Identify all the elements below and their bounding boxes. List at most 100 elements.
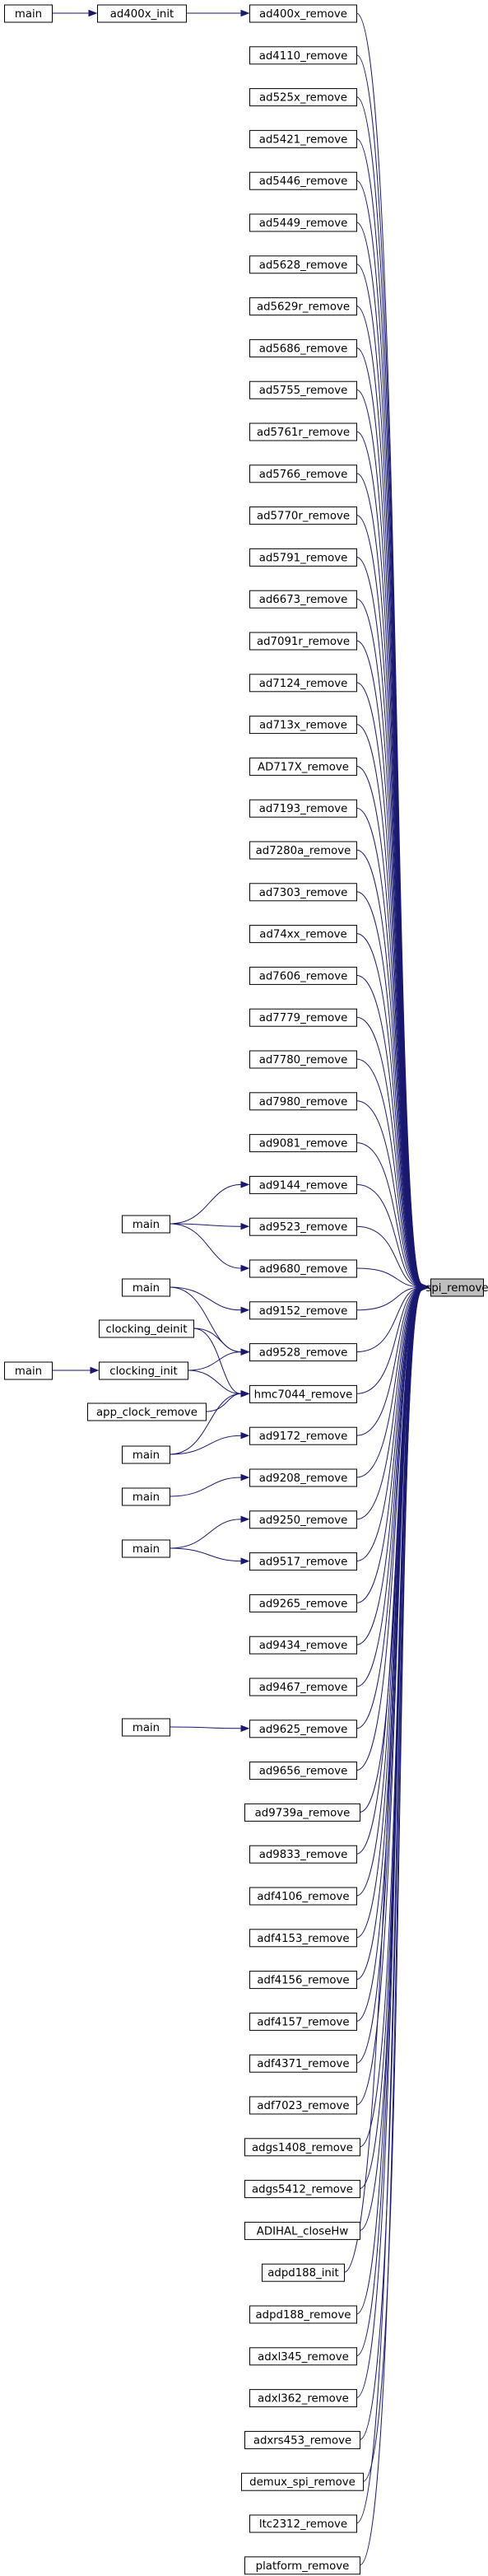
node-platform-remove[interactable]: platform_remove — [244, 2556, 360, 2575]
node-ad9625-remove[interactable]: ad9625_remove — [249, 1720, 357, 1738]
node-box[interactable] — [249, 88, 357, 107]
node-ad6673-remove[interactable]: ad6673_remove — [249, 590, 357, 609]
node-box[interactable] — [249, 2514, 357, 2533]
node-main-clk[interactable]: main — [4, 1361, 53, 1380]
node-ad5761r-remove[interactable]: ad5761r_remove — [249, 422, 357, 441]
node-box[interactable] — [249, 799, 357, 818]
node-main-9152[interactable]: main — [122, 1278, 170, 1297]
node-ad5770r-remove[interactable]: ad5770r_remove — [249, 506, 357, 525]
node-box[interactable] — [262, 2263, 345, 2282]
node-box[interactable] — [249, 1134, 357, 1153]
node-main-9250[interactable]: main — [122, 1487, 170, 1506]
node-ad9250-remove[interactable]: ad9250_remove — [249, 1510, 357, 1529]
node-box[interactable] — [244, 1803, 360, 1822]
node-box[interactable] — [430, 1278, 484, 1297]
node-box[interactable] — [249, 1175, 357, 1194]
node-box[interactable] — [241, 2472, 364, 2491]
node-ad9467-remove[interactable]: ad9467_remove — [249, 1678, 357, 1696]
node-box[interactable] — [122, 1487, 170, 1506]
node-box[interactable] — [122, 1539, 170, 1558]
node-clocking-init[interactable]: clocking_init — [99, 1361, 188, 1380]
node-box[interactable] — [249, 590, 357, 609]
node-box[interactable] — [249, 1217, 357, 1236]
node-box[interactable] — [249, 757, 357, 776]
node-ad7193-remove[interactable]: ad7193_remove — [249, 799, 357, 818]
node-box[interactable] — [249, 1343, 357, 1362]
node-spi-remove[interactable]: spi_remove — [425, 1278, 488, 1297]
node-box[interactable] — [249, 2096, 357, 2115]
node-box[interactable] — [249, 632, 357, 651]
node-box[interactable] — [249, 1636, 357, 1654]
node-box[interactable] — [249, 422, 357, 441]
node-ad9265-remove[interactable]: ad9265_remove — [249, 1594, 357, 1612]
node-ad5629r-remove[interactable]: ad5629r_remove — [249, 297, 357, 316]
node-box[interactable] — [244, 2180, 360, 2199]
node-ad7606-remove[interactable]: ad7606_remove — [249, 966, 357, 985]
node-box[interactable] — [249, 1092, 357, 1111]
node-ad5791-remove[interactable]: ad5791_remove — [249, 548, 357, 567]
node-ad7280a-remove[interactable]: ad7280a_remove — [249, 841, 357, 860]
node-ad9172-remove[interactable]: ad9172_remove — [249, 1426, 357, 1445]
node-adgs1408-remove[interactable]: adgs1408_remove — [244, 2138, 360, 2157]
node-box[interactable] — [249, 2347, 357, 2366]
node-ad713x-remove[interactable]: ad713x_remove — [249, 716, 357, 735]
node-box[interactable] — [249, 2012, 357, 2031]
node-box[interactable] — [87, 1402, 207, 1421]
node-box[interactable] — [249, 213, 357, 232]
node-box[interactable] — [122, 1215, 170, 1234]
node-ad9434-remove[interactable]: ad9434_remove — [249, 1636, 357, 1654]
node-adf4156-remove[interactable]: adf4156_remove — [249, 1971, 357, 1990]
node-ad9208-remove[interactable]: ad9208_remove — [249, 1468, 357, 1487]
node-adxl362-remove[interactable]: adxl362_remove — [249, 2389, 357, 2408]
node-ad9144-remove[interactable]: ad9144_remove — [249, 1175, 357, 1194]
node-box[interactable] — [4, 1361, 53, 1380]
node-ad5755-remove[interactable]: ad5755_remove — [249, 380, 357, 399]
node-box[interactable] — [249, 1845, 357, 1864]
node-ad400x-remove[interactable]: ad400x_remove — [249, 4, 357, 23]
node-ad400x-init[interactable]: ad400x_init — [97, 4, 187, 23]
node-ad7303-remove[interactable]: ad7303_remove — [249, 883, 357, 902]
node-box[interactable] — [249, 883, 357, 902]
node-box[interactable] — [249, 1552, 357, 1571]
node-ad7779-remove[interactable]: ad7779_remove — [249, 1008, 357, 1027]
node-box[interactable] — [249, 129, 357, 148]
node-box[interactable] — [249, 841, 357, 860]
node-box[interactable] — [249, 464, 357, 483]
node-ad74xx-remove[interactable]: ad74xx_remove — [249, 925, 357, 944]
node-ad9081-remove[interactable]: ad9081_remove — [249, 1134, 357, 1153]
node-adxrs453-remove[interactable]: adxrs453_remove — [244, 2430, 360, 2449]
node-adpd188-init[interactable]: adpd188_init — [262, 2263, 345, 2282]
node-demux-spi-remove[interactable]: demux_spi_remove — [241, 2472, 364, 2491]
node-adf4371-remove[interactable]: adf4371_remove — [249, 2054, 357, 2073]
node-box[interactable] — [244, 2430, 360, 2449]
node-ad5446-remove[interactable]: ad5446_remove — [249, 171, 357, 190]
node-adf4106-remove[interactable]: adf4106_remove — [249, 1887, 357, 1906]
node-box[interactable] — [249, 1762, 357, 1780]
node-ad7980-remove[interactable]: ad7980_remove — [249, 1092, 357, 1111]
node-adihal-closehw[interactable]: ADIHAL_closeHw — [244, 2221, 360, 2240]
node-ad5628-remove[interactable]: ad5628_remove — [249, 255, 357, 274]
node-ad5449-remove[interactable]: ad5449_remove — [249, 213, 357, 232]
node-ad9739a-remove[interactable]: ad9739a_remove — [244, 1803, 360, 1822]
node-box[interactable] — [249, 1426, 357, 1445]
node-main-9517[interactable]: main — [122, 1539, 170, 1558]
node-box[interactable] — [249, 716, 357, 735]
node-ad7091r-remove[interactable]: ad7091r_remove — [249, 632, 357, 651]
node-clocking-deinit[interactable]: clocking_deinit — [99, 1319, 194, 1338]
node-box[interactable] — [99, 1319, 194, 1338]
node-ad5686-remove[interactable]: ad5686_remove — [249, 338, 357, 357]
node-box[interactable] — [4, 4, 53, 23]
node-box[interactable] — [249, 2054, 357, 2073]
node-adgs5412-remove[interactable]: adgs5412_remove — [244, 2180, 360, 2199]
node-box[interactable] — [122, 1278, 170, 1297]
node-box[interactable] — [249, 966, 357, 985]
node-box[interactable] — [249, 1259, 357, 1278]
node-box[interactable] — [249, 171, 357, 190]
node-box[interactable] — [122, 1445, 170, 1464]
node-box[interactable] — [249, 1050, 357, 1069]
node-ad5766-remove[interactable]: ad5766_remove — [249, 464, 357, 483]
node-box[interactable] — [249, 1468, 357, 1487]
node-box[interactable] — [244, 2138, 360, 2157]
node-box[interactable] — [97, 4, 187, 23]
node-box[interactable] — [249, 1594, 357, 1612]
